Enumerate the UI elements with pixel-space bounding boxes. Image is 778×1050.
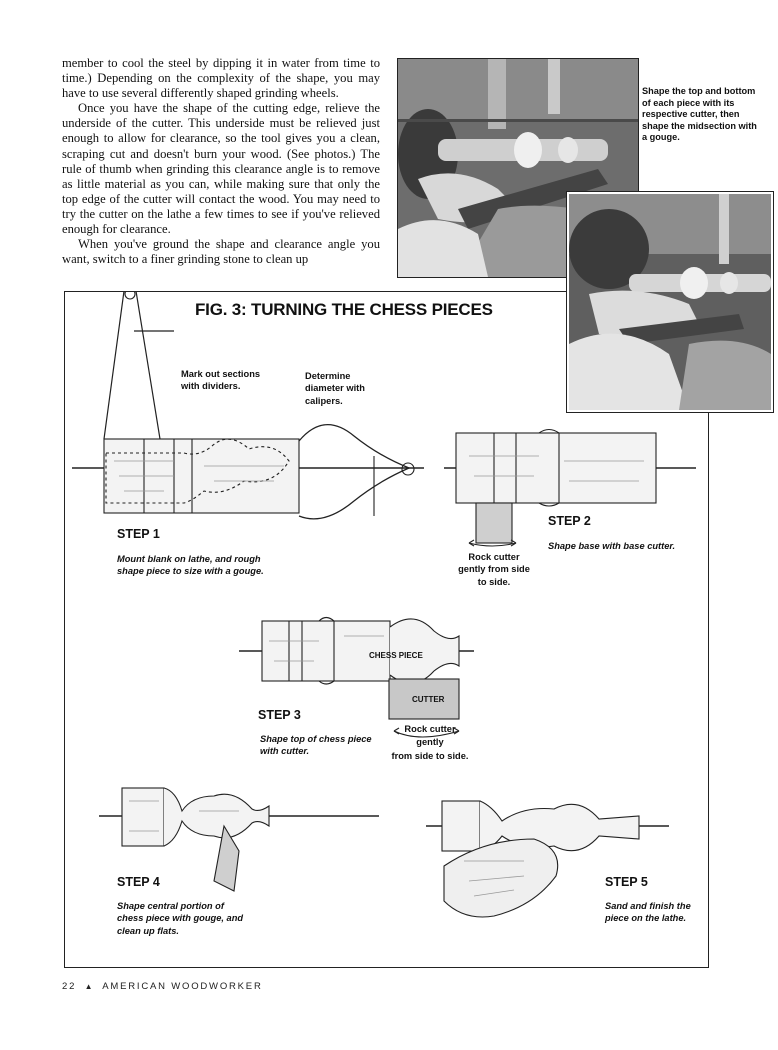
photo-caption: Shape the top and bottom of each piece w… — [642, 86, 757, 143]
rock-cutter-note-2b: gently — [416, 737, 444, 747]
step-4-text: Shape central portion of chess piece wit… — [117, 901, 244, 936]
article-body: member to cool the steel by dipping it i… — [62, 56, 380, 267]
figure-frame — [64, 291, 709, 968]
step-2-text: Shape base with base cutter. — [548, 541, 676, 551]
lathe-photo-2 — [566, 191, 774, 413]
triangle-icon: ▲ — [84, 982, 95, 991]
step-5-label: STEP 5 — [605, 875, 648, 889]
step-5-text: Sand and finish the piece on the lathe. — [605, 901, 691, 924]
mark-out-callout: Mark out sections with dividers. — [181, 369, 261, 392]
figure-title: FIG. 3: TURNING THE CHESS PIECES — [195, 300, 493, 319]
page-number: 22 — [62, 981, 77, 992]
lathe-photo-1 — [397, 58, 639, 278]
paragraph: Once you have the shape of the cutting e… — [62, 101, 380, 237]
paragraph: When you've ground the shape and clearan… — [62, 237, 380, 267]
step-2-label: STEP 2 — [548, 514, 591, 528]
chess-turning-illustration — [72, 291, 696, 918]
magazine-name: AMERICAN WOODWORKER — [102, 981, 263, 992]
rock-cutter-note-1: Rock cutter gently from side to side. — [458, 552, 530, 587]
cutter-tag: CUTTER — [412, 695, 445, 704]
step-3-label: STEP 3 — [258, 708, 301, 722]
determine-callout: Determine diameter with calipers. — [305, 371, 365, 406]
page-footer: 22 ▲ AMERICAN WOODWORKER — [62, 981, 263, 992]
step-4-label: STEP 4 — [117, 875, 160, 889]
step-3-text: Shape top of chess piece with cutter. — [260, 734, 372, 757]
step-1-label: STEP 1 — [117, 527, 160, 541]
chess-piece-tag: CHESS PIECE — [369, 651, 423, 660]
step-1-text: Mount blank on lathe, and rough shape pi… — [117, 554, 264, 577]
rock-cutter-note-2c: from side to side. — [391, 751, 469, 761]
rock-cutter-note-2a: Rock cutter — [404, 724, 456, 734]
paragraph: member to cool the steel by dipping it i… — [62, 56, 380, 101]
